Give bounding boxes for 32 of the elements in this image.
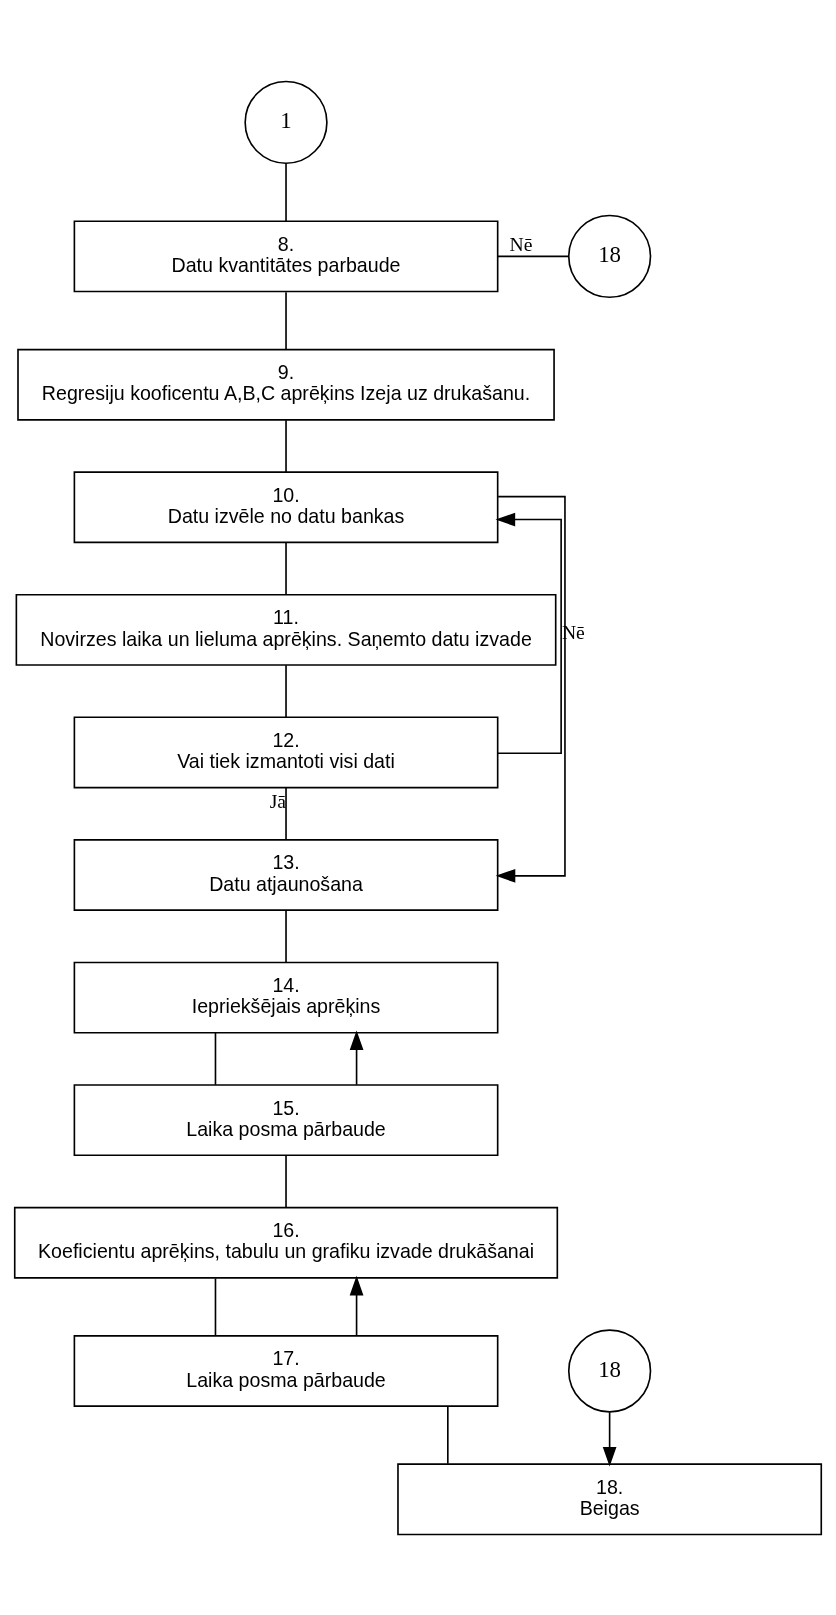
- node-box: 18. Beigas: [397, 1462, 823, 1535]
- node-circle: 18: [567, 1328, 652, 1413]
- connector: [285, 541, 287, 595]
- edge-label: Nē: [509, 233, 533, 255]
- node-box: 8. Datu kvantitātes parbaude: [73, 219, 499, 292]
- node-box: 14. Iepriekšējais aprēķins: [73, 961, 499, 1034]
- arrow: [495, 512, 562, 754]
- node-box: 16. Koeficientu aprēķins, tabulu un grafiku izvade drukāšanai: [13, 1206, 559, 1279]
- node-box: 10. Datu izvēle no datu bankas: [73, 470, 499, 543]
- connector: [214, 1277, 217, 1336]
- node-box: 9. Regresiju kooficentu A,B,C aprēķins Izeja uz drukašanu.: [17, 348, 555, 421]
- node-box: 11. Novirzes laika un lieluma aprēķins. Saņemto datu izvade: [15, 593, 557, 666]
- connector: [285, 909, 287, 963]
- connector: [497, 255, 570, 257]
- arrow: [495, 495, 566, 883]
- connector: [285, 786, 287, 840]
- arrow: [602, 1411, 617, 1467]
- node-circle: 18: [567, 214, 652, 298]
- connector: [285, 1154, 287, 1208]
- node-box: 12. Vai tiek izmantoti visi dati: [73, 715, 499, 788]
- connector: [214, 1031, 217, 1086]
- connector: [285, 162, 287, 222]
- connector: [285, 418, 287, 473]
- connector: [447, 1405, 449, 1465]
- arrow: [349, 1030, 364, 1086]
- node-box: 17. Laika posma pārbaude: [73, 1334, 499, 1407]
- node-circle: 1: [244, 80, 328, 164]
- arrow: [349, 1275, 364, 1336]
- connector: [285, 290, 287, 350]
- node-box: 13. Datu atjaunošana: [73, 838, 499, 911]
- connector: [285, 664, 287, 718]
- node-box: 15. Laika posma pārbaude: [73, 1083, 499, 1156]
